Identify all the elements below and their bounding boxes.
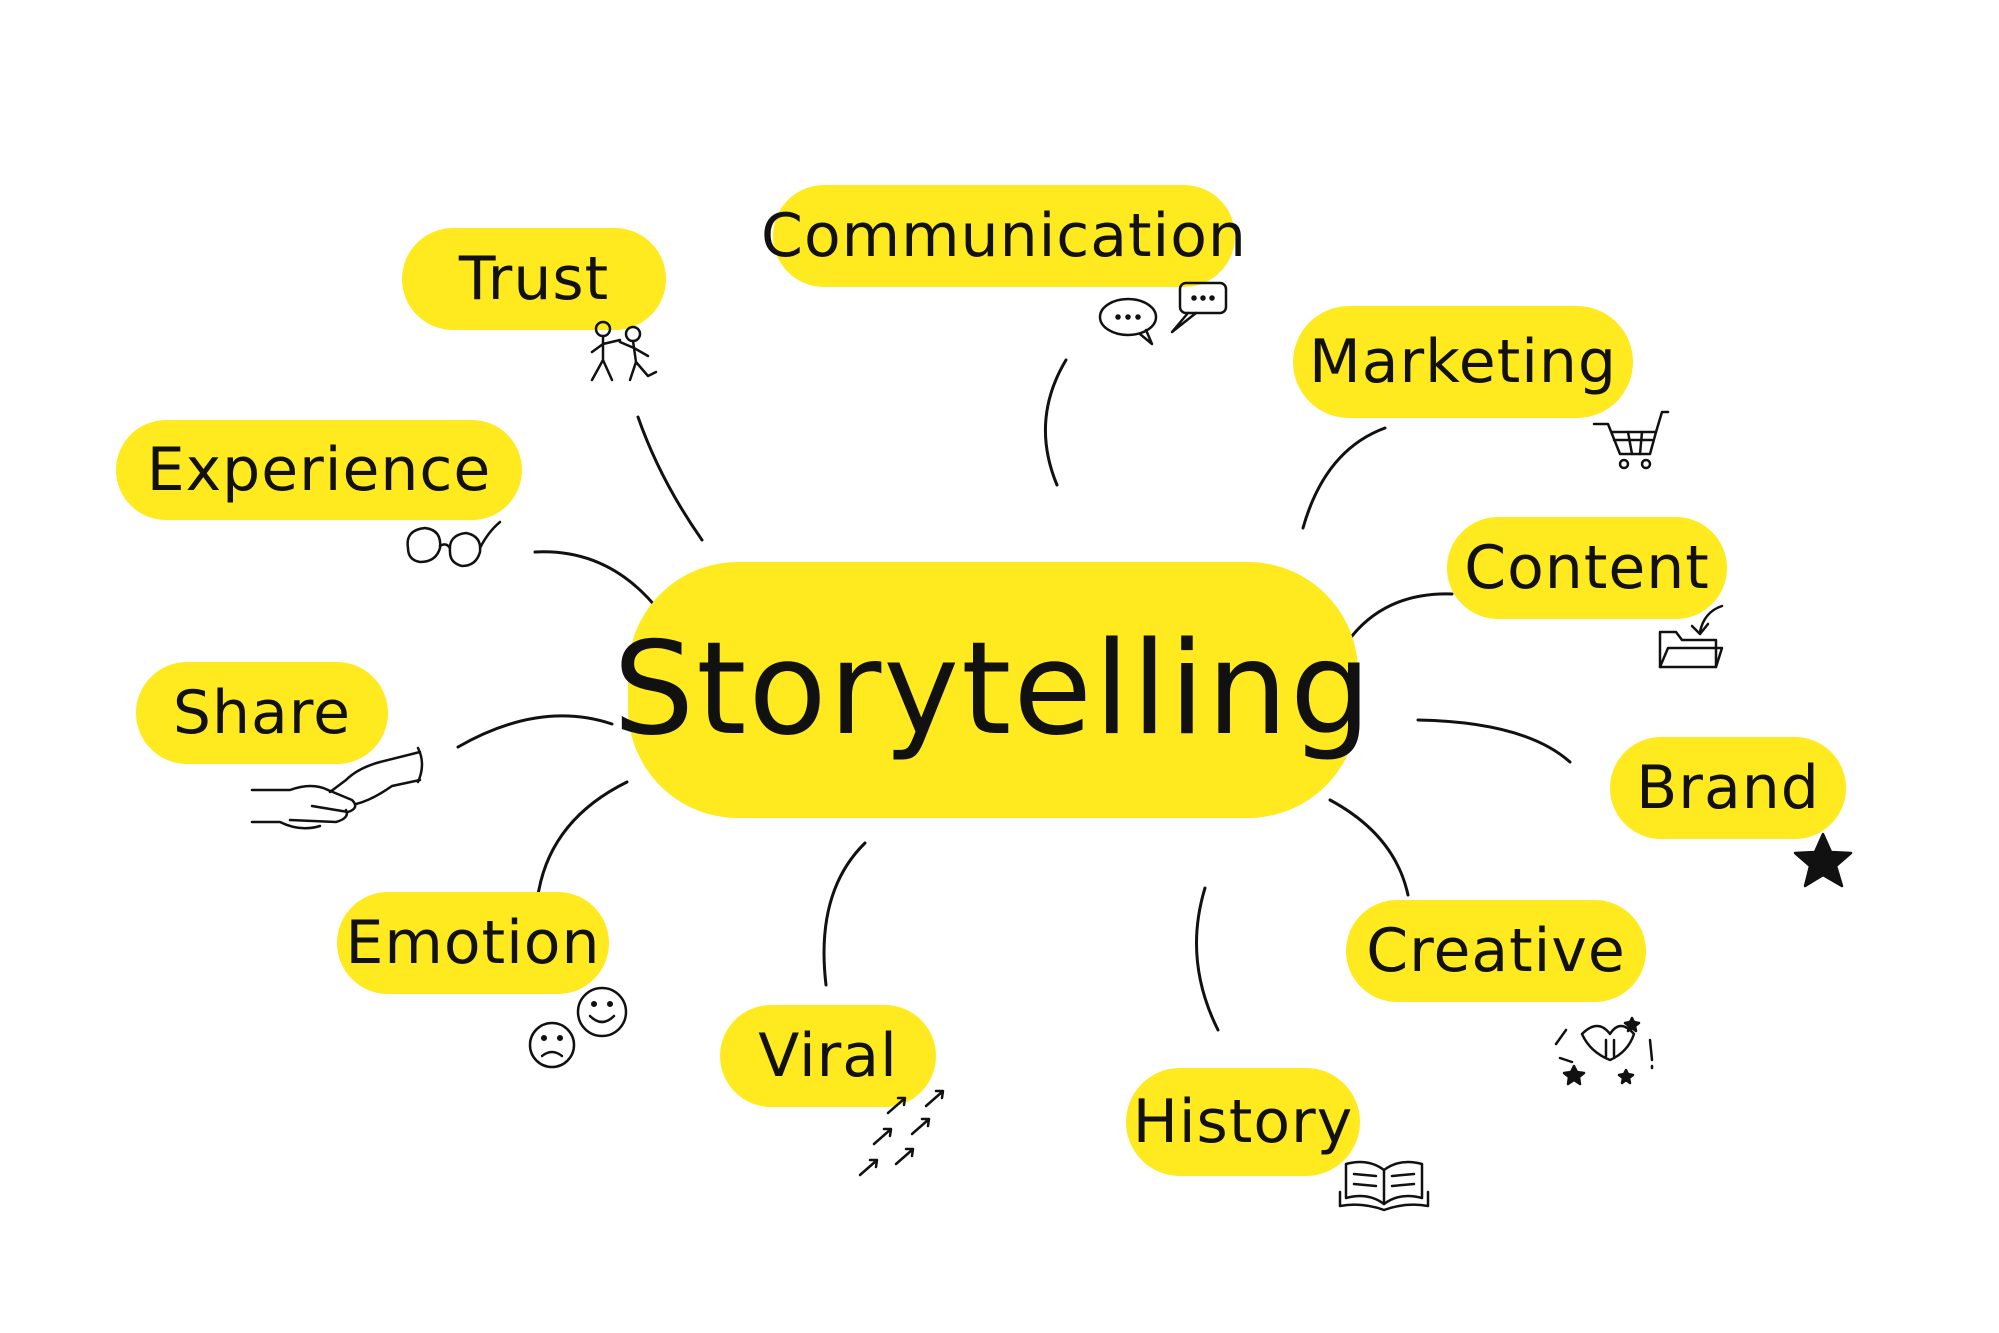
glasses-icon [406, 520, 502, 568]
node-label: Emotion [345, 908, 601, 978]
connector-trust [636, 415, 704, 542]
folder-icon [1658, 604, 1724, 669]
connector-creative [1328, 798, 1410, 897]
speech-bubbles-icon [1098, 281, 1228, 346]
connector-viral [822, 841, 867, 987]
center-node-storytelling: Storytelling [613, 562, 1371, 818]
node-experience: Experience [116, 420, 522, 520]
handshake-icon [250, 746, 424, 830]
star-icon [1793, 832, 1853, 888]
stick-figures-icon [590, 320, 658, 382]
node-label: History [1132, 1087, 1354, 1157]
connector-communication [1043, 358, 1068, 487]
connector-experience [533, 550, 662, 614]
node-label: Experience [146, 435, 492, 505]
node-trust: Trust [402, 228, 666, 330]
connector-emotion [536, 780, 629, 897]
node-creative: Creative [1346, 900, 1646, 1002]
shopping-cart-icon [1592, 410, 1670, 470]
node-viral: Viral [720, 1005, 936, 1107]
node-label: Creative [1366, 916, 1626, 986]
node-marketing: Marketing [1293, 306, 1633, 418]
node-communication: Communication [761, 185, 1246, 287]
node-label: Brand [1636, 753, 1820, 823]
sparkle-doodle-icon [1554, 1016, 1654, 1086]
node-label: Viral [758, 1021, 898, 1091]
faces-icon [528, 986, 628, 1069]
node-share: Share [136, 662, 388, 764]
node-history: History [1126, 1068, 1360, 1176]
center-label: Storytelling [612, 615, 1374, 764]
arrows-icon [858, 1089, 945, 1177]
node-brand: Brand [1610, 737, 1846, 839]
node-label: Trust [458, 244, 610, 314]
connector-history [1195, 886, 1220, 1032]
node-label: Content [1464, 533, 1710, 603]
connector-share [456, 714, 614, 749]
node-emotion: Emotion [337, 892, 609, 994]
node-label: Marketing [1308, 327, 1618, 397]
node-label: Share [172, 678, 352, 748]
connector-marketing [1301, 426, 1387, 530]
connector-brand [1416, 718, 1572, 764]
connector-content [1350, 592, 1454, 638]
node-content: Content [1447, 517, 1727, 619]
node-label: Communication [761, 201, 1247, 271]
book-icon [1338, 1160, 1430, 1212]
